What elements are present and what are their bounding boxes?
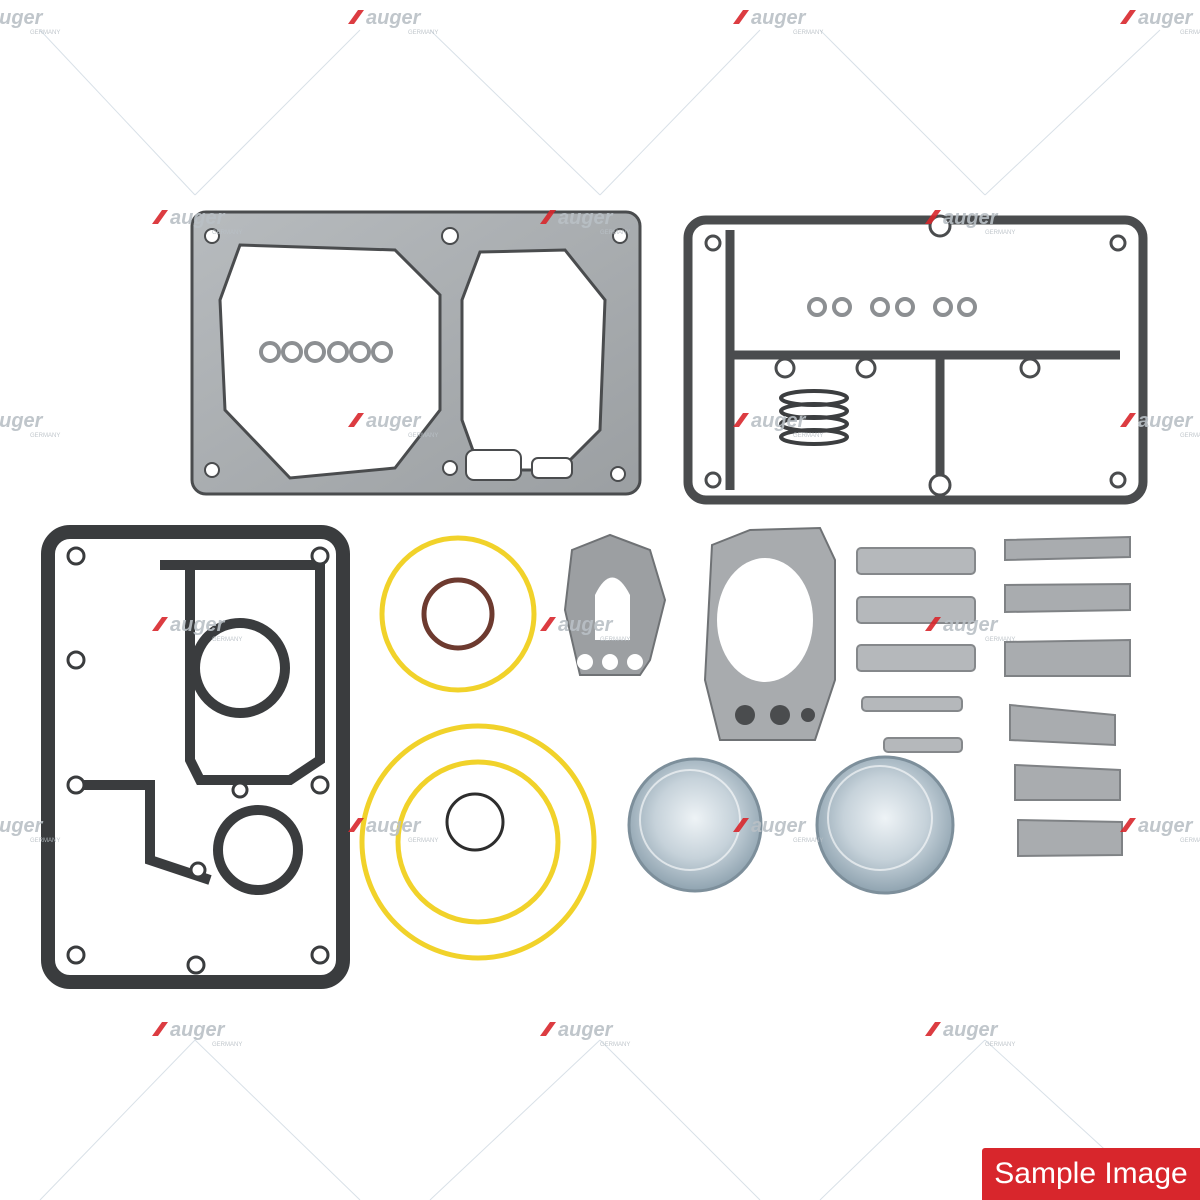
yellow-o-rings — [359, 535, 597, 961]
valve-gasket — [703, 526, 836, 741]
cylinder-cover-gasket — [41, 525, 350, 989]
reed-valves — [856, 547, 976, 753]
sample-image-badge: Sample Image — [982, 1148, 1200, 1200]
small-gasket-plate — [563, 533, 667, 676]
valve-plate-gasket — [683, 214, 1148, 505]
valve-strips — [1004, 535, 1131, 858]
washers-left — [259, 341, 393, 363]
washers-right — [807, 297, 977, 317]
metal-caps — [627, 755, 955, 895]
